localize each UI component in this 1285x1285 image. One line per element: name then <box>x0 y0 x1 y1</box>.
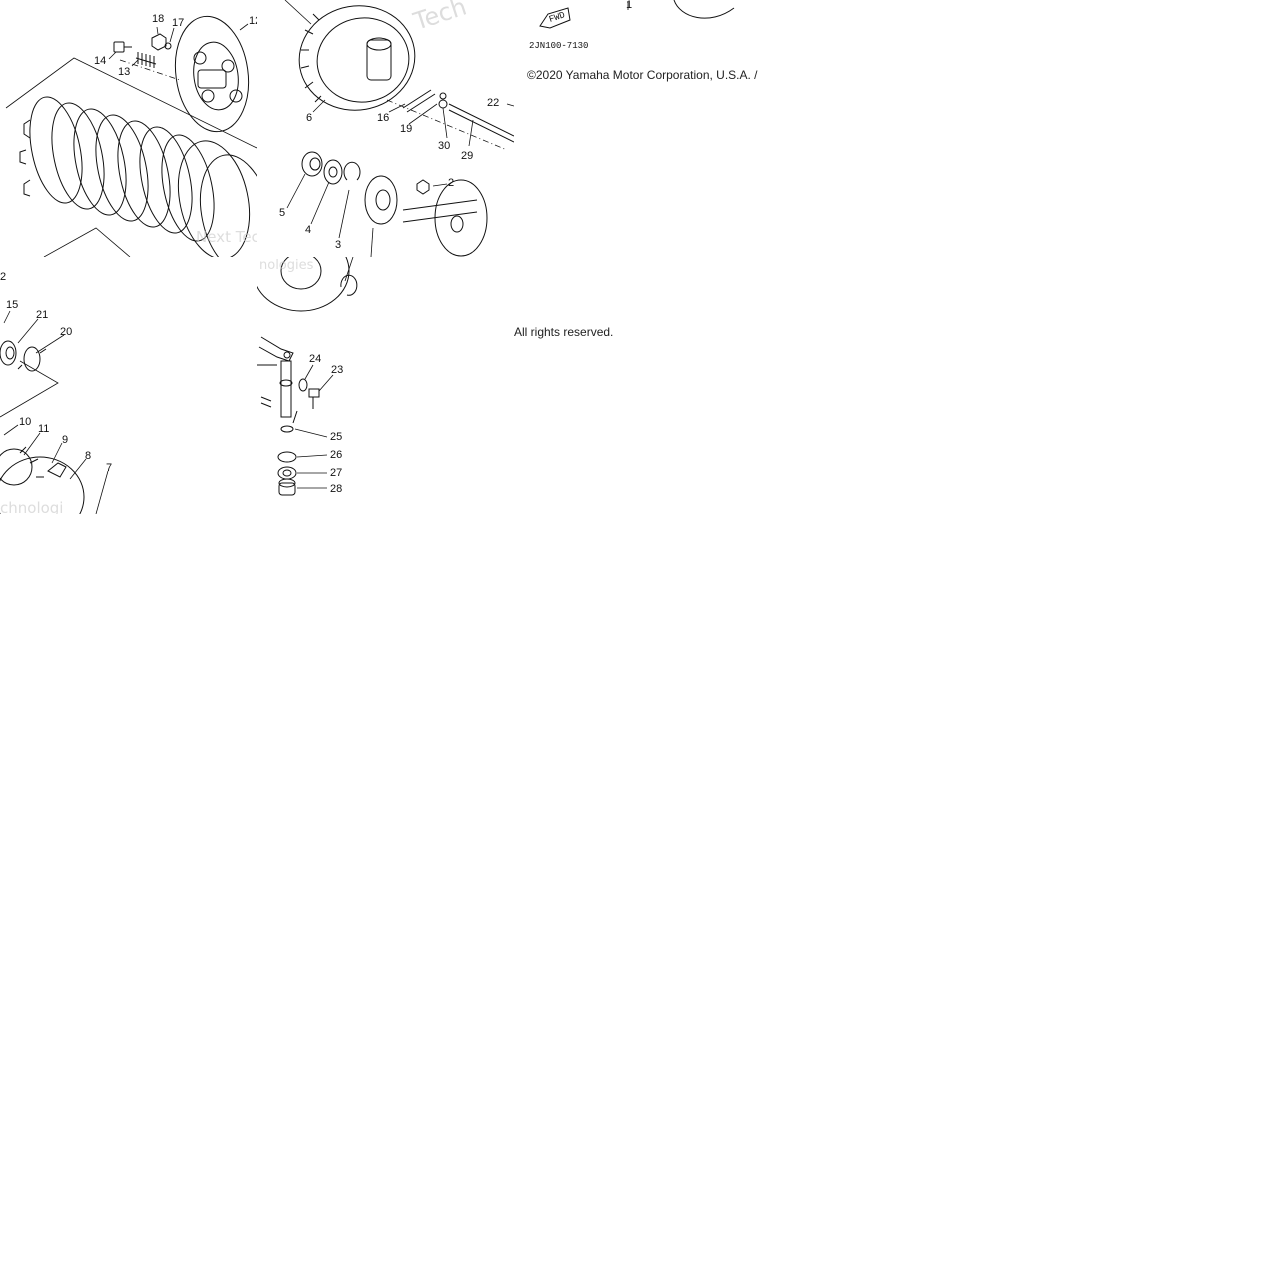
clutch-housing-drawing: 6 16 19 30 29 22 5 4 3 2 Tech <box>279 0 514 257</box>
part-label-19: 19 <box>400 123 412 135</box>
lock-washer-20 <box>17 346 47 372</box>
primary-drive-shaft <box>402 179 488 257</box>
diagram-code: 2JN100-7130 <box>529 41 588 51</box>
rights-text: All rights reserved. <box>514 325 614 339</box>
housing-fragment <box>257 257 358 312</box>
part-label-16: 16 <box>377 112 389 124</box>
fwd-label: FWD <box>548 10 567 25</box>
part-label-14: 14 <box>94 55 106 67</box>
washer-4 <box>323 159 343 185</box>
part-label-3: 3 <box>335 239 341 251</box>
oil-seal-27 <box>277 466 297 480</box>
clutch-housing <box>298 5 416 111</box>
part-label-5: 5 <box>279 207 285 219</box>
part-label-11: 11 <box>38 423 49 435</box>
diagram-tile-fwd-marker: FWD 2JN100-7130 1 <box>514 0 771 257</box>
part-label-15: 15 <box>6 299 18 311</box>
washer-17 <box>164 42 172 50</box>
cover-outline <box>673 0 735 19</box>
clutch-boss <box>0 446 85 514</box>
part-label-6: 6 <box>306 112 312 124</box>
push-lever-shaft <box>258 336 294 418</box>
diagram-tile-push-lever: 24 23 25 26 27 28 nologies <box>257 257 514 514</box>
o-ring-30 <box>438 99 448 109</box>
part-label-25: 25 <box>330 431 342 443</box>
watermark-next-tec: Next Tec <box>196 228 257 246</box>
circlip-26 <box>277 451 297 463</box>
bolt-23 <box>308 388 320 409</box>
part-label-22: 22 <box>487 97 499 109</box>
part-label-7: 7 <box>106 462 112 474</box>
part-label-24: 24 <box>309 353 321 365</box>
part-label-4: 4 <box>305 224 311 236</box>
spring-13 <box>135 52 157 68</box>
primary-gear <box>364 175 398 225</box>
diagram-tile-clutch-plates: 18 17 12 14 13 Next Tec <box>0 0 257 257</box>
washer-24 <box>298 378 308 392</box>
clutch-boss-drawing: 2 15 21 20 10 11 9 8 7 chnologi <box>0 271 112 514</box>
fwd-arrow-icon: FWD <box>539 7 571 29</box>
pressure-plate <box>174 15 250 133</box>
pushrod-29 <box>448 103 514 137</box>
watermark-tech: Tech <box>409 0 470 36</box>
push-lever-drawing: 24 23 25 26 27 28 nologies <box>257 257 358 496</box>
bolt-14 <box>113 41 132 53</box>
nut-2 <box>416 179 430 195</box>
part-label-13: 13 <box>118 66 130 78</box>
part-label-29: 29 <box>461 150 473 162</box>
part-label-30: 30 <box>438 140 450 152</box>
friction-plates <box>29 96 257 257</box>
part-label-2: 2 <box>448 177 454 189</box>
part-label-1: 1 <box>626 0 632 11</box>
collar-5 <box>301 151 323 177</box>
spring-25 <box>280 410 298 433</box>
part-label-12-cut: 2 <box>0 271 6 283</box>
bearing-28 <box>278 478 296 496</box>
fwd-marker-drawing: FWD 2JN100-7130 1 <box>529 0 735 51</box>
part-label-26: 26 <box>330 449 342 461</box>
part-label-21: 21 <box>36 309 48 321</box>
watermark-nologies: nologies <box>259 258 314 273</box>
part-label-17: 17 <box>172 17 184 29</box>
diagram-tile-clutch-housing: 6 16 19 30 29 22 5 4 3 2 Tech <box>257 0 514 257</box>
part-label-23: 23 <box>331 364 343 376</box>
nut-18 <box>151 33 167 51</box>
part-label-27: 27 <box>330 467 342 479</box>
plate-9 <box>47 462 67 478</box>
part-label-10: 10 <box>19 416 31 428</box>
ball-19 <box>439 92 447 100</box>
diagram-tile-clutch-boss: 2 15 21 20 10 11 9 8 7 chnologi <box>0 257 257 514</box>
copyright-text: ©2020 Yamaha Motor Corporation, U.S.A. / <box>527 68 758 82</box>
nut-15 <box>0 340 17 366</box>
watermark-chnologi: chnologi <box>0 499 63 514</box>
part-label-18: 18 <box>152 13 164 25</box>
clutch-plates-drawing: 18 17 12 14 13 Next Tec <box>5 13 257 257</box>
part-label-12: 12 <box>249 15 257 27</box>
pushrod-16 <box>402 89 447 113</box>
part-label-28: 28 <box>330 483 342 495</box>
part-label-9: 9 <box>62 434 68 446</box>
part-label-8: 8 <box>85 450 91 462</box>
circlip-3 <box>343 161 361 181</box>
part-label-20: 20 <box>60 326 72 338</box>
